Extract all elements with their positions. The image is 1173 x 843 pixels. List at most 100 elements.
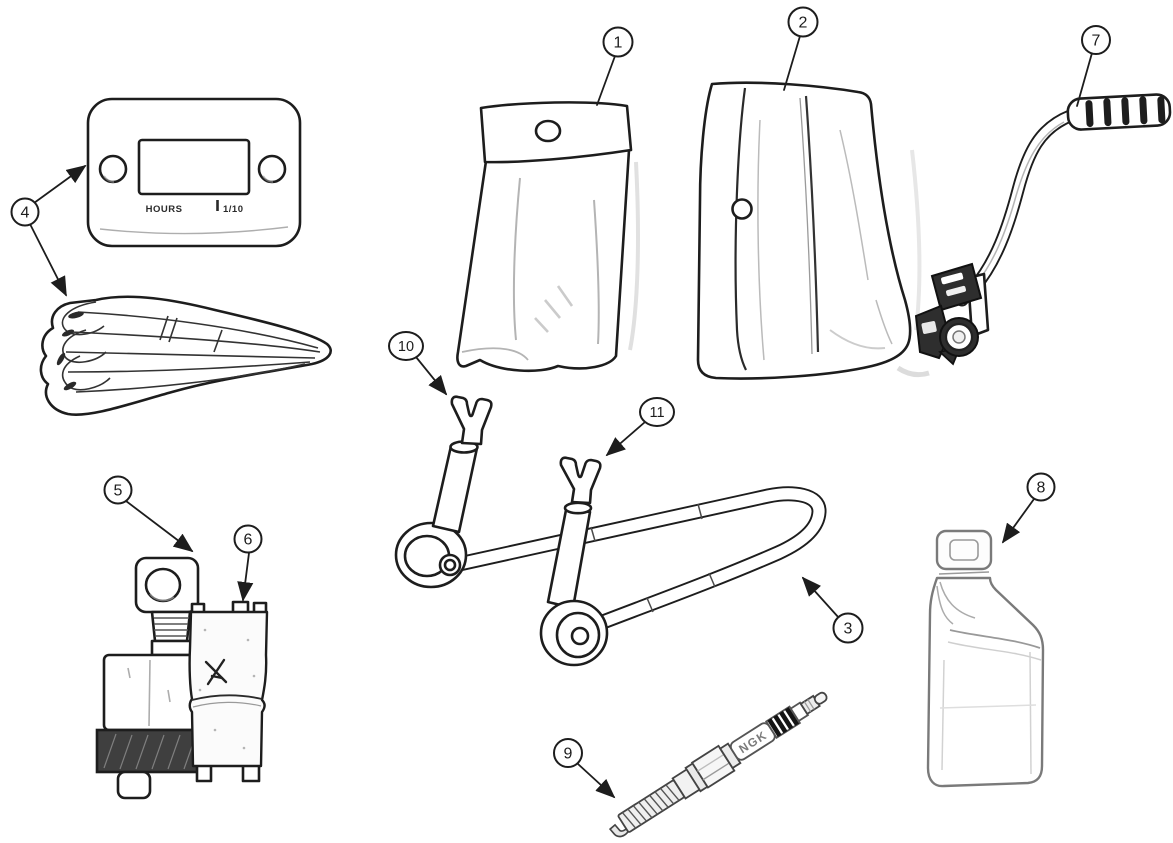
socket-seam: [191, 694, 263, 701]
hour-meter-tenths-label: 1/10: [223, 204, 244, 215]
callout-3: 3: [801, 576, 864, 644]
callout-7-number: 7: [1092, 33, 1101, 50]
tool-pouch-body: [456, 148, 631, 373]
base-ratchet-block: [930, 262, 983, 312]
pedal-ribs: [1085, 96, 1166, 128]
callout-9: 9: [553, 738, 616, 799]
base-boss-bore: [952, 330, 966, 344]
thread-ridges: [621, 784, 680, 829]
stand-support-fork-left: [431, 395, 493, 577]
plug-tool-body: [102, 653, 201, 732]
storage-bag-shading: [734, 87, 922, 371]
storage-bag: [696, 81, 922, 380]
stand-frame-tube: [442, 486, 827, 630]
callout-3-number: 3: [844, 621, 853, 638]
cap-detail: [949, 539, 979, 561]
fork-left-tube: [431, 444, 479, 534]
callout-5-number: 5: [114, 483, 123, 500]
callout-5-leader: [125, 500, 194, 553]
callout-1-marker: [602, 26, 634, 58]
storage-bag-body: [696, 81, 912, 380]
wiring-harness: [39, 295, 332, 416]
tool-pouch-snap: [534, 119, 562, 143]
wire-gaps: [56, 311, 84, 391]
fork-left-yoke: [450, 395, 493, 446]
shaft-highlight: [975, 121, 1065, 285]
callout-8-number: 8: [1037, 480, 1046, 497]
neck-threads: [154, 617, 189, 637]
callout-11-number: 11: [649, 405, 664, 421]
callout-7-marker: [1081, 25, 1111, 55]
oil-bottle-body: [926, 576, 1045, 788]
callout-2: 2: [783, 6, 819, 91]
tool-pouch-shading: [461, 161, 640, 361]
oil-bottle: [926, 529, 1045, 788]
callout-8-leader: [1001, 498, 1035, 544]
kick-lever-base: [896, 262, 990, 378]
cap-ring: [938, 571, 990, 575]
callout-10-marker: [388, 331, 424, 361]
kick-lever-pedal: [1066, 93, 1172, 131]
body-texture: [127, 659, 171, 727]
oil-bottle-cap: [935, 529, 993, 571]
callout-10: 10: [388, 331, 448, 396]
hour-meter-display: [137, 138, 251, 196]
callout-10-leader: [415, 356, 448, 396]
callout-6-marker: [233, 524, 263, 554]
fork-right-tube: [546, 508, 592, 610]
screw-shadow-right: [262, 175, 274, 183]
wheel-middle-hub: [570, 626, 590, 646]
stand-wheel-left: [394, 521, 468, 589]
callout-3-marker: [832, 612, 864, 644]
callout-4-number: 4: [21, 205, 30, 222]
socket-body: [188, 610, 269, 768]
callout-10-number: 10: [398, 339, 414, 355]
spark-plug-electrode: [608, 823, 631, 838]
wire-strands: [61, 301, 321, 393]
socket-stamp-mark: [204, 658, 228, 686]
hour-meter-bottom-seam: [99, 226, 289, 235]
kick-start-lever: [896, 93, 1172, 378]
plug-tool-boss: [150, 639, 196, 657]
paddock-stand: [394, 395, 827, 667]
screw-shadow-left: [103, 175, 115, 183]
callout-6: 6: [233, 524, 263, 602]
hour-meter: HOURS 1/10: [86, 97, 302, 248]
callout-4: 4: [10, 164, 87, 297]
wire-coil-outline: [39, 295, 332, 416]
fork-right-collar: [563, 501, 593, 515]
callout-6-number: 6: [244, 532, 253, 549]
callout-7: 7: [1076, 25, 1111, 107]
plug-tool-knurl-band: [95, 728, 205, 774]
callout-4-leader-wire: [29, 223, 67, 297]
base-shadow: [896, 365, 930, 378]
callout-4-leader-meter: [33, 164, 87, 204]
callout-2-marker: [787, 6, 819, 38]
callout-9-marker: [553, 738, 583, 768]
callout-3-leader: [801, 576, 840, 619]
plug-tool-tip: [116, 770, 152, 800]
stand-wheel-middle: [539, 599, 609, 667]
hour-meter-screw-right: [257, 154, 287, 184]
castle-nut-socket: [188, 600, 269, 783]
tool-pouch: [456, 101, 640, 373]
callout-2-leader: [783, 35, 801, 91]
storage-bag-eyelet: [731, 198, 753, 220]
callout-1-number: 1: [614, 35, 623, 52]
spark-plug: NGK: [608, 691, 828, 838]
socket-speckle: [198, 628, 256, 750]
frame-tube-joints: [590, 503, 716, 613]
callout-8-marker: [1026, 472, 1056, 502]
callout-9-number: 9: [564, 746, 573, 763]
callout-5-marker: [103, 475, 133, 505]
callout-11-marker: [639, 397, 675, 427]
spark-plug-terminal-nut: [813, 691, 828, 705]
callout-9-leader: [577, 763, 616, 799]
callout-4-marker: [10, 197, 40, 227]
hour-meter-screw-left: [98, 154, 128, 184]
callout-1-leader: [596, 55, 616, 106]
caster-bolt-center: [443, 558, 457, 572]
callout-6-leader: [237, 552, 254, 602]
callout-1: 1: [596, 26, 634, 106]
